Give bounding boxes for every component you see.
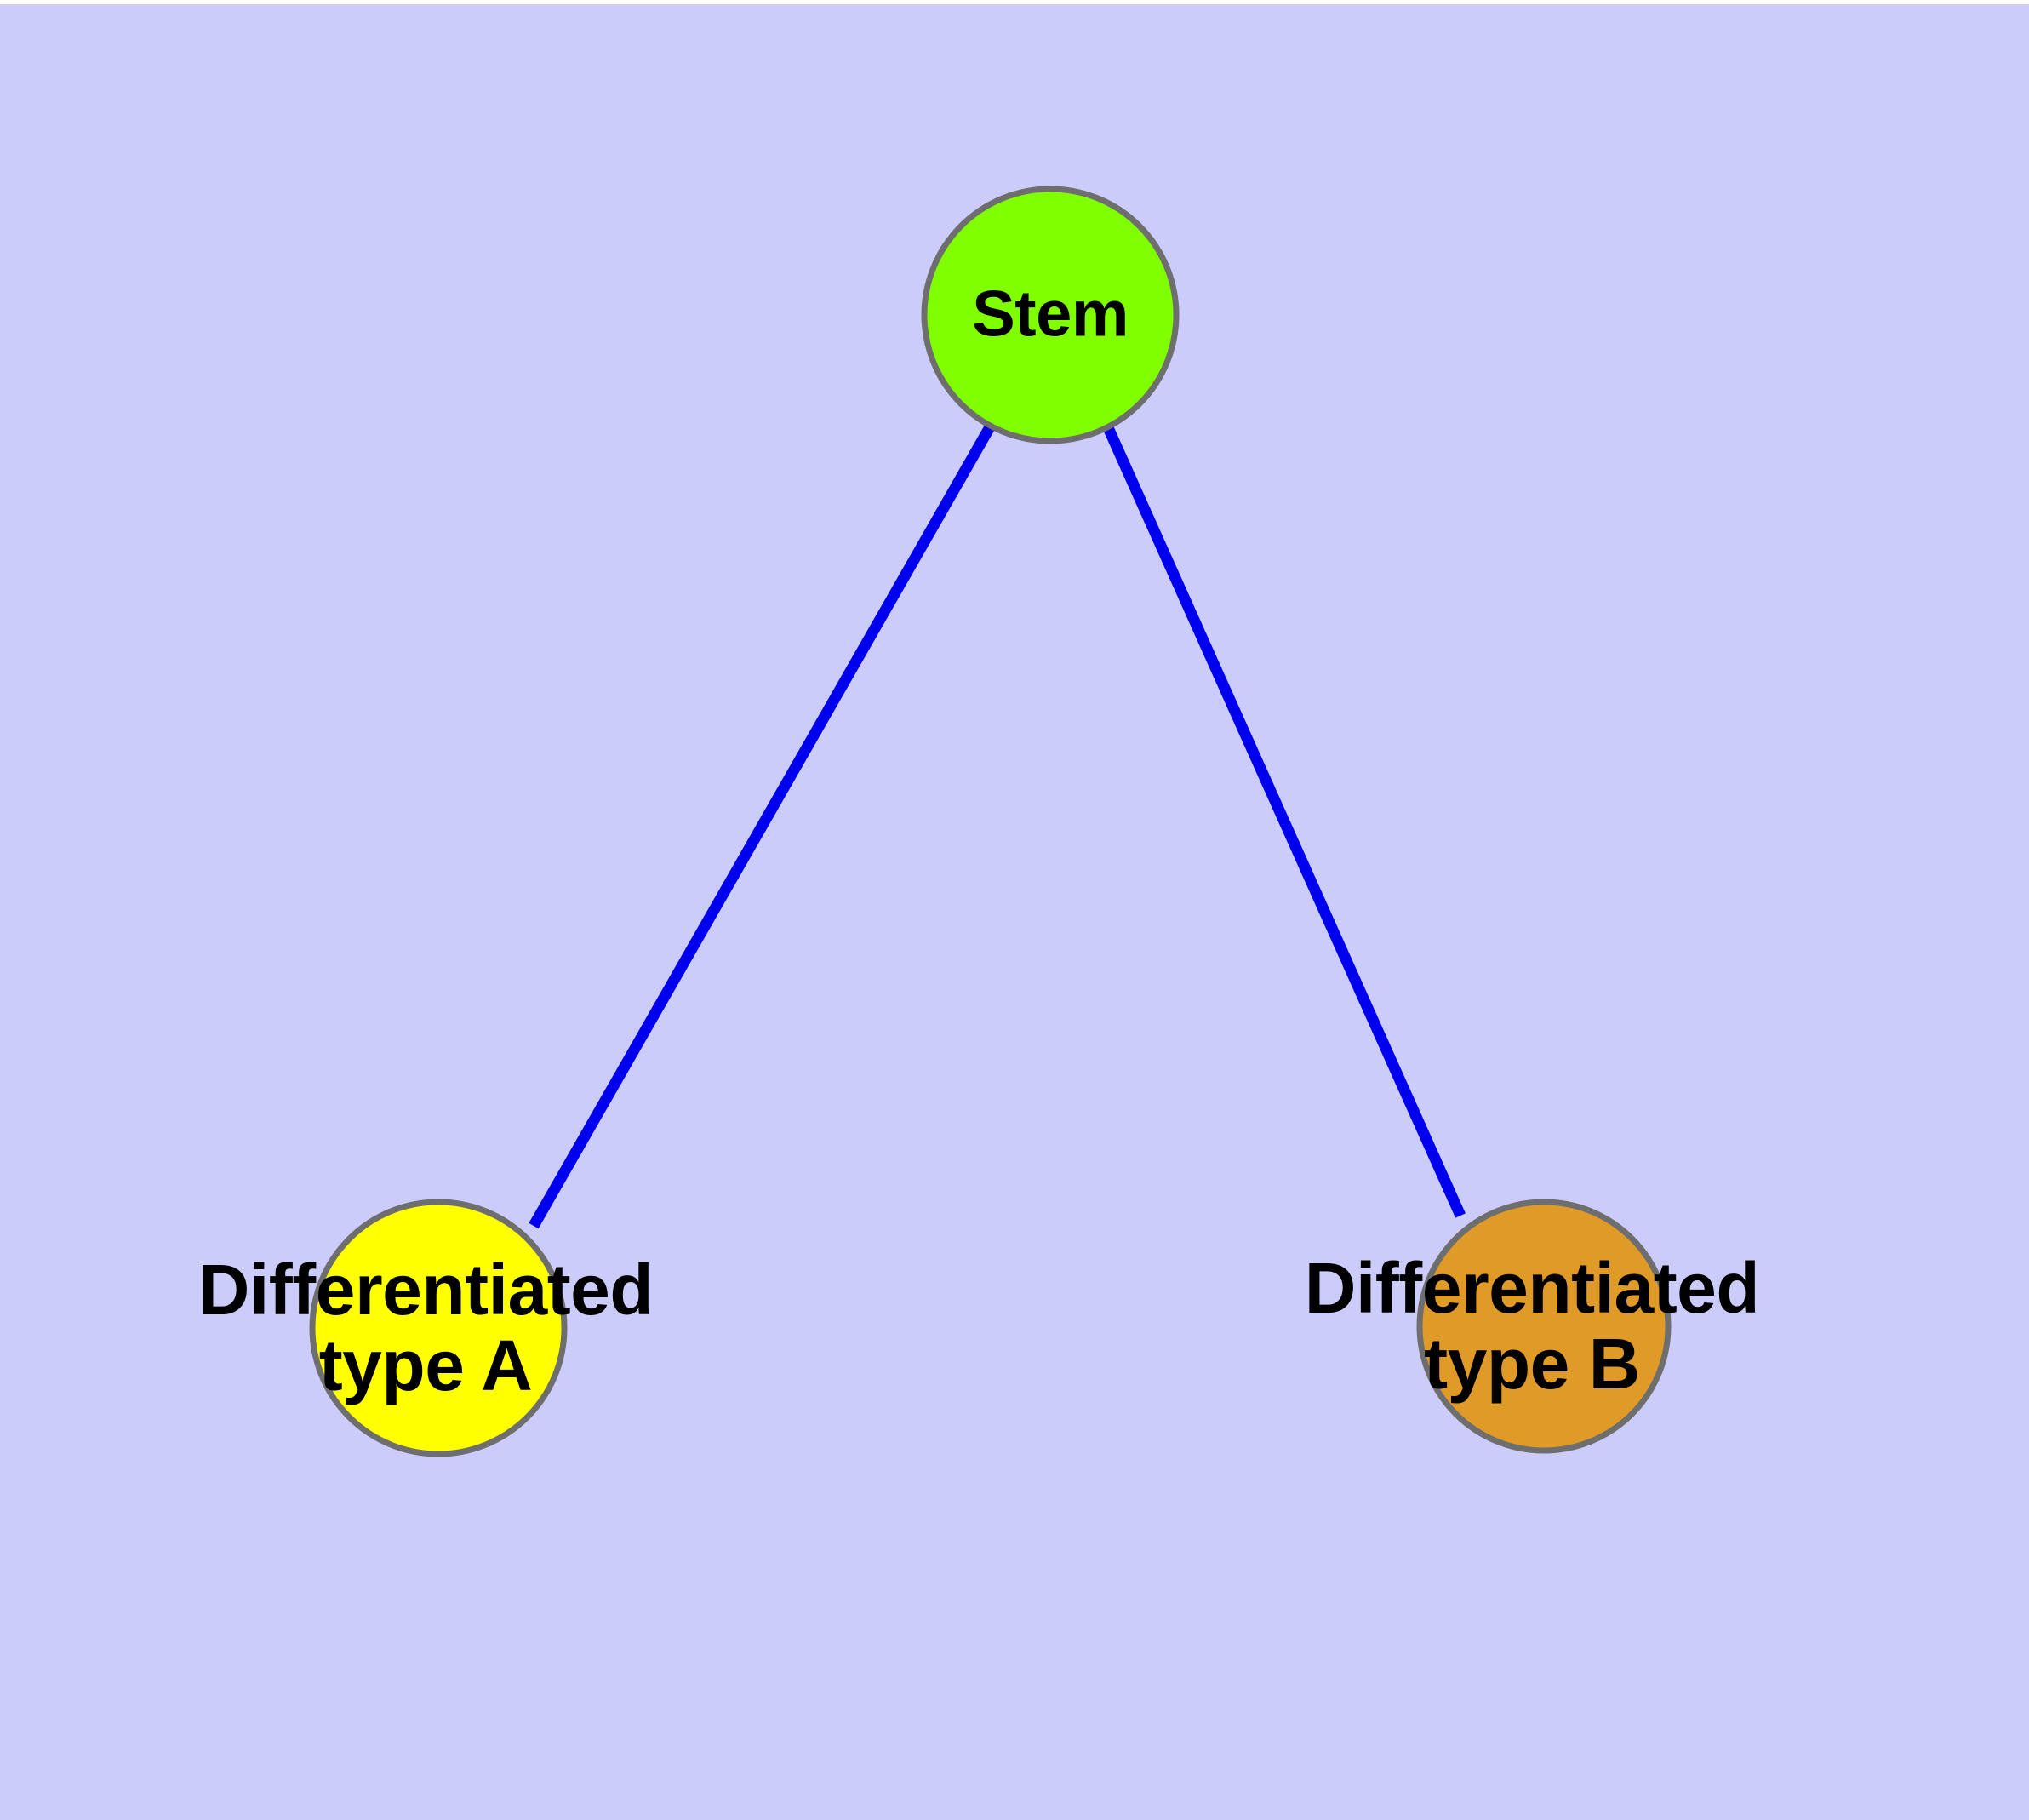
edge-stem-diff-a xyxy=(529,422,996,1229)
node-stem[interactable] xyxy=(921,186,1180,444)
node-diff-a[interactable] xyxy=(309,1199,568,1457)
node-layer xyxy=(309,186,1672,1457)
node-diff-b[interactable] xyxy=(1416,1199,1672,1454)
edge-layer xyxy=(529,421,1466,1229)
edge-stem-diff-b xyxy=(1101,421,1466,1218)
